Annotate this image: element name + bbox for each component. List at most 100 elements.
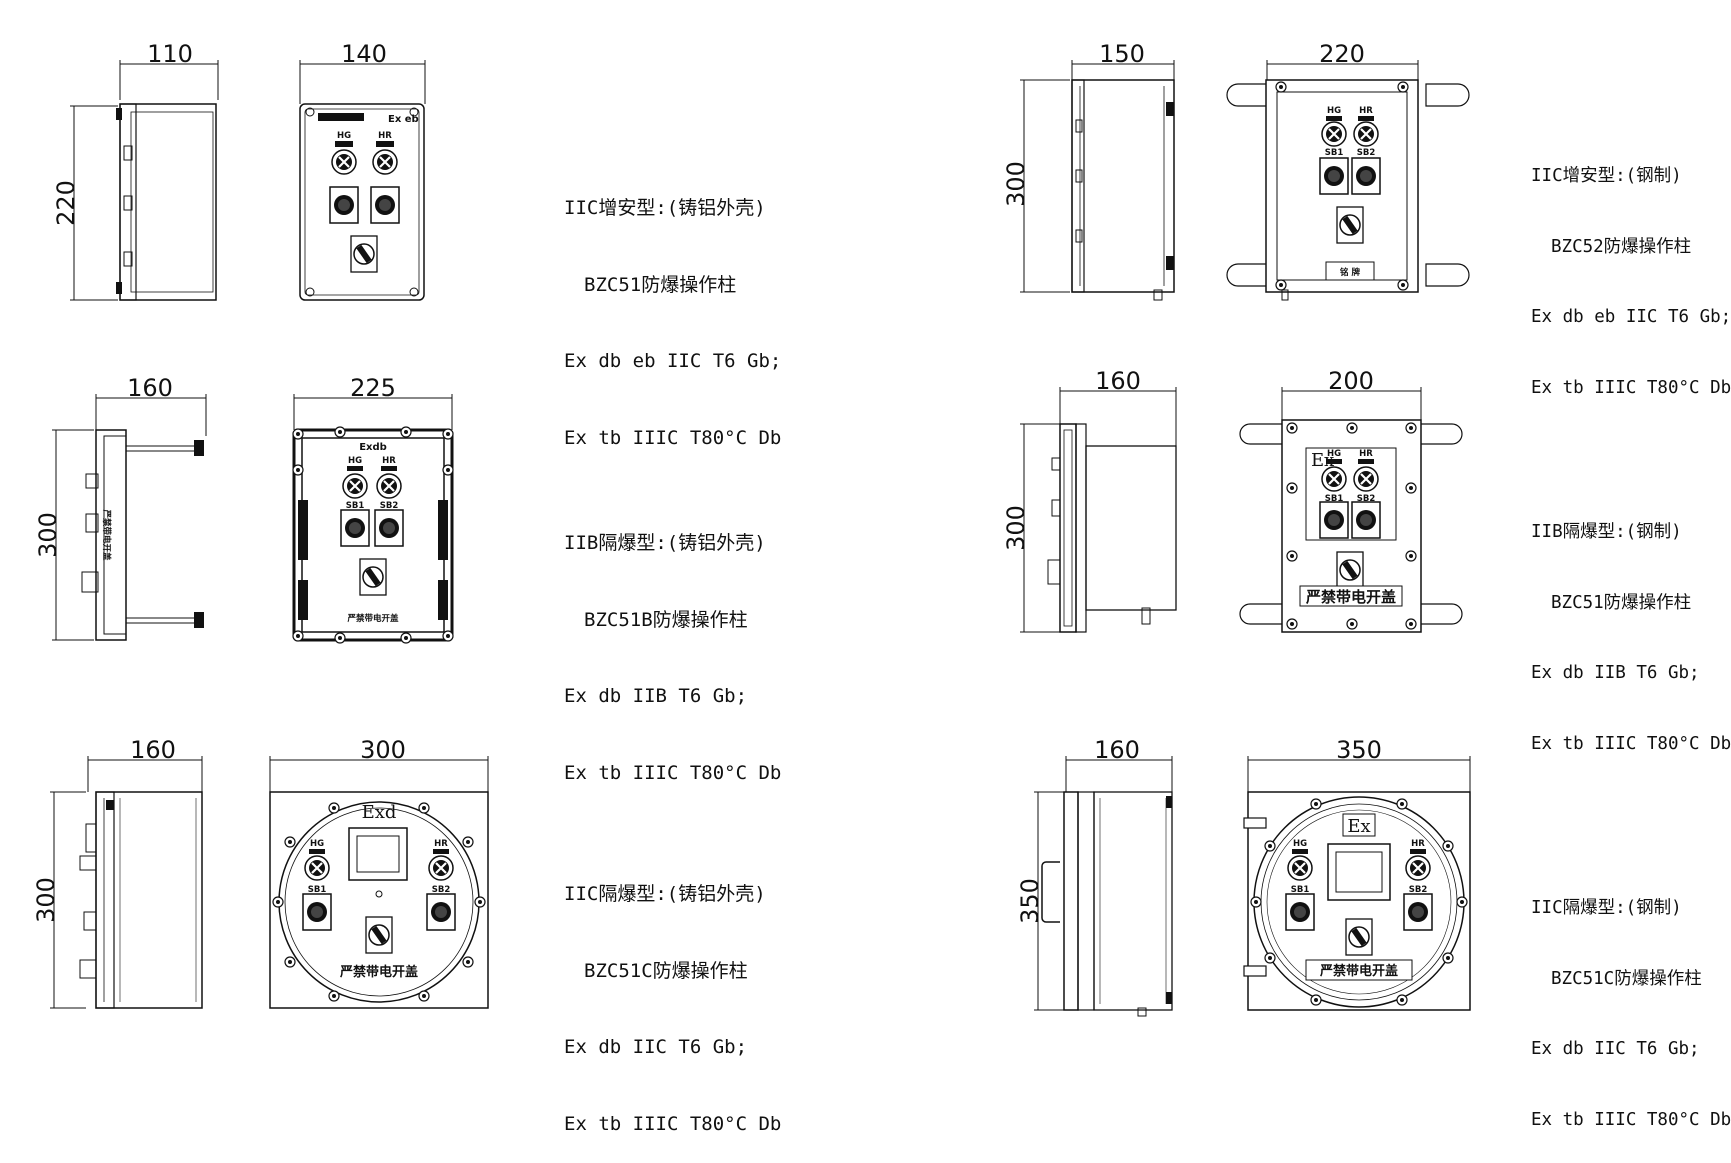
bolt-icon [1286, 618, 1298, 630]
bolt-icon [1396, 798, 1408, 810]
switch-label-sb2: SB2 [432, 885, 451, 895]
mounting-bracket [1239, 423, 1463, 625]
switch-label-sb2: SB2 [1357, 148, 1376, 158]
bolt-icon [400, 426, 412, 438]
side-view [79, 791, 203, 1009]
bolt-icon [1310, 798, 1322, 810]
lamp-label-hg: HG [348, 456, 362, 466]
bolt-icon [1286, 550, 1298, 562]
indicator-lamp-icon [371, 148, 399, 176]
lamp-label-hg: HG [1327, 106, 1341, 116]
bottom-warning: 严禁带电开盖 [346, 613, 399, 624]
dim-height: 300 [1002, 505, 1030, 551]
spec-model: BZC51防爆操作柱 [584, 273, 737, 296]
rotary-switch-icon[interactable] [350, 235, 378, 273]
front-marking: Ex [1311, 450, 1334, 471]
bolt-icon [1405, 482, 1417, 494]
bolt-icon [1456, 896, 1468, 908]
bolt-icon [1264, 840, 1276, 852]
spec-block-bzc51b-iib-cast: IIB隔爆型:(铸铝外壳) BZC51B防爆操作柱 Ex db IIB T6 G… [564, 480, 781, 812]
push-button-icon[interactable] [1319, 157, 1349, 195]
indicator-lamp-icon [1320, 465, 1348, 493]
bolt-icon [1286, 422, 1298, 434]
bolt-icon [418, 802, 430, 814]
bolt-icon [292, 428, 304, 440]
switch-label-sb2: SB2 [1409, 885, 1428, 895]
front-view: Ex HG HR SB1 SB2 严禁带电开盖 [1239, 419, 1463, 633]
dim-front-width: 220 [1319, 40, 1365, 68]
front-view: Ex eb HG HR [299, 103, 425, 301]
push-button-icon[interactable] [426, 893, 456, 931]
bolt-icon [1405, 422, 1417, 434]
rotary-switch-icon[interactable] [1336, 551, 1364, 589]
rotary-switch-icon[interactable] [1336, 206, 1364, 244]
dim-width: 160 [127, 374, 173, 402]
bolt-icon [1442, 952, 1454, 964]
lamp-label-hr: HR [434, 839, 448, 849]
indicator-lamp-icon [341, 472, 369, 500]
spec-type: IIB隔爆型:(铸铝外壳) [564, 532, 766, 554]
bolt-icon [1275, 81, 1287, 93]
push-button-icon[interactable] [302, 893, 332, 931]
dim-front-width: 350 [1336, 736, 1382, 764]
spec-model: BZC51C防爆操作柱 [1551, 968, 1702, 989]
dimension-lines [1020, 387, 1422, 633]
lamp-label-hg: HG [310, 839, 324, 849]
bolt-icon [284, 956, 296, 968]
indicator-lamp-icon [1320, 120, 1348, 148]
push-button-icon[interactable] [1351, 157, 1381, 195]
indicator-lamp-icon [1404, 854, 1432, 882]
rotary-switch-icon[interactable] [365, 916, 393, 954]
bolt-icon [1346, 618, 1358, 630]
front-marking: Exdb [359, 442, 387, 453]
lamp-label-hg: HG [1293, 839, 1307, 849]
bolt-icon [1264, 952, 1276, 964]
push-button-icon[interactable] [374, 509, 404, 547]
dim-height: 300 [34, 512, 62, 558]
display-window [1327, 843, 1391, 901]
spec-marking-gas: Ex db eb IIC T6 Gb; [1531, 307, 1731, 327]
warning-plate [1299, 585, 1403, 607]
warning-plate [1305, 959, 1413, 981]
dim-height: 220 [52, 180, 80, 226]
push-button-icon[interactable] [329, 186, 359, 224]
spec-block-bzc52-iic-steel: IIC增安型:(钢制) BZC52防爆操作柱 Ex db eb IIC T6 G… [1531, 118, 1731, 424]
rotary-switch-icon[interactable] [359, 558, 387, 596]
bolt-icon [284, 836, 296, 848]
dim-width: 160 [1094, 736, 1140, 764]
spec-marking-gas: Ex db IIC T6 Gb; [1531, 1039, 1700, 1059]
dim-front-width: 140 [341, 40, 387, 68]
spec-block-bzc51c-iic-steel: IIC隔爆型:(钢制) BZC51C防爆操作柱 Ex db IIC T6 Gb;… [1531, 850, 1731, 1156]
bolt-icon [1275, 279, 1287, 291]
spec-type: IIC增安型:(铸铝外壳) [564, 197, 766, 219]
push-button-icon[interactable] [370, 186, 400, 224]
mounting-bracket [1226, 83, 1470, 287]
spec-type: IIB隔爆型:(钢制) [1531, 522, 1682, 542]
bolt-icon [1405, 550, 1417, 562]
bolt-icon [462, 836, 474, 848]
side-view [116, 103, 217, 301]
spec-marking-gas: Ex db IIC T6 Gb; [564, 1036, 748, 1058]
push-button-icon[interactable] [340, 509, 370, 547]
display-window [348, 827, 408, 881]
push-button-icon[interactable] [1351, 501, 1381, 539]
front-view: Ex HG HR SB1 SB2 严禁带电开盖 [1243, 791, 1471, 1011]
rotary-switch-icon[interactable] [1345, 918, 1373, 956]
bolt-icon [334, 426, 346, 438]
spec-marking-dust: Ex tb IIIC T80°C Db [1531, 733, 1731, 754]
push-button-icon[interactable] [1319, 501, 1349, 539]
bolt-icon [328, 802, 340, 814]
bolt-icon [442, 630, 454, 642]
push-button-icon[interactable] [1403, 893, 1433, 931]
front-view: HG HR SB1 SB2 铭 牌 [1226, 79, 1470, 301]
push-button-icon[interactable] [1285, 893, 1315, 931]
side-view [81, 429, 204, 641]
indicator-lamp-icon [375, 472, 403, 500]
front-marking: Exd [362, 802, 397, 823]
indicator-lamp-icon [1352, 120, 1380, 148]
warning-text: 严禁带电开盖 [339, 964, 418, 980]
lamp-label-hr: HR [1359, 106, 1373, 116]
spec-model: BZC51防爆操作柱 [1551, 592, 1692, 613]
side-view [1047, 423, 1177, 633]
front-view: Exd HG HR SB1 SB2 严禁带电开盖 [269, 791, 489, 1009]
